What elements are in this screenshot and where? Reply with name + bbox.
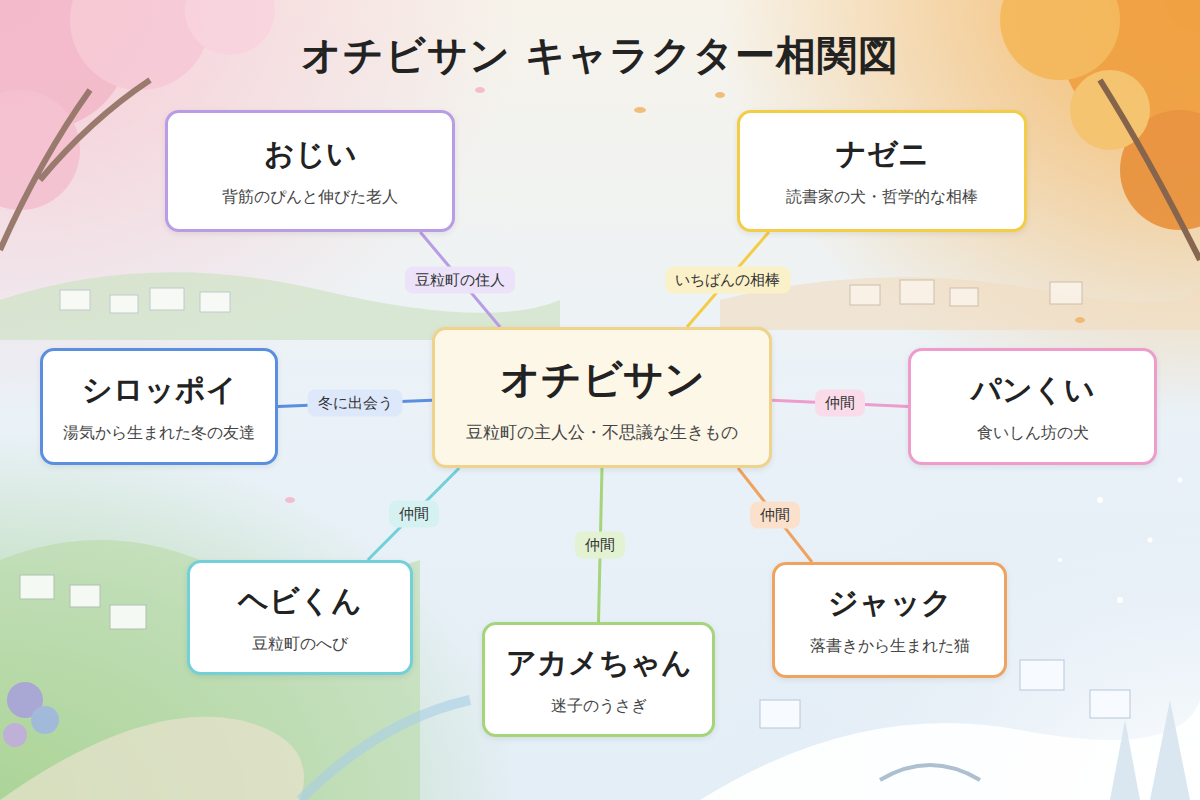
diagram-title: オチビサン キャラクター相関図 [0,28,1200,83]
character-name: アカメちゃん [506,643,692,684]
relation-line [368,468,459,560]
character-description: 豆粒町のへび [252,634,348,655]
relation-label: 仲間 [389,501,439,528]
character-description: 食いしん坊の犬 [977,423,1089,444]
character-box: ジャック落書きから生まれた猫 [772,562,1007,678]
character-name: ヘビくん [238,581,362,622]
character-name: パンくい [971,370,1095,411]
character-box: ヘビくん豆粒町のへび [187,560,413,675]
character-name: ナゼニ [836,134,929,175]
character-description: 落書きから生まれた猫 [810,636,970,657]
character-box: ナゼニ読書家の犬・哲学的な相棒 [737,110,1027,232]
character-name: シロッポイ [82,370,237,411]
character-box: おじい背筋のぴんと伸びた老人 [165,110,455,232]
relation-label: 冬に出会う [308,390,403,417]
character-description: 豆粒町の主人公・不思議な生きもの [466,421,738,444]
character-box: シロッポイ湯気から生まれた冬の友達 [40,348,278,465]
character-name: ジャック [828,583,952,624]
relation-label: 仲間 [750,502,800,529]
relation-line [738,468,812,562]
character-name: オチビサン [500,352,705,407]
main-character-box: オチビサン豆粒町の主人公・不思議な生きもの [432,327,772,468]
relation-label: いちばんの相棒 [665,266,790,293]
character-description: 読書家の犬・哲学的な相棒 [786,187,978,208]
relation-label: 豆粒町の住人 [405,266,515,293]
relation-label: 仲間 [575,532,625,559]
character-description: 迷子のうさぎ [551,696,647,717]
relation-label: 仲間 [815,390,865,417]
character-box: パンくい食いしん坊の犬 [908,348,1157,465]
character-box: アカメちゃん迷子のうさぎ [482,622,715,737]
character-name: おじい [264,134,357,175]
character-description: 湯気から生まれた冬の友達 [63,423,255,444]
character-description: 背筋のぴんと伸びた老人 [222,187,398,208]
